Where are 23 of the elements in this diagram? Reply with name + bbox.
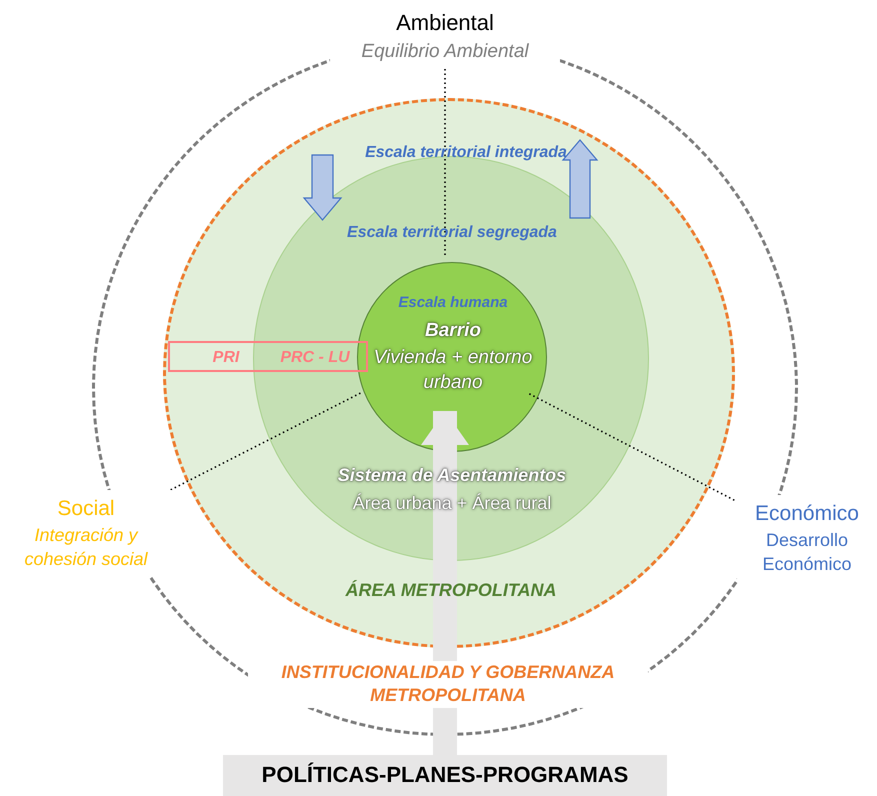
- dimension-title: Económico: [755, 500, 859, 527]
- scale-label: Escala territorial segregada: [346, 223, 558, 243]
- dimension-subtitle: Equilibrio Ambiental: [361, 40, 529, 64]
- zone-title: ÁREA METROPOLITANA: [344, 579, 558, 602]
- zone-subtitle: Área urbana + Área rural: [352, 492, 552, 515]
- dimension-subtitle: Desarrollo Económico: [761, 529, 853, 576]
- zone-subtitle: Vivienda + entorno urbano: [372, 346, 534, 395]
- heading: INSTITUCIONALIDAD Y GOBERNANZA METROPOLITANA: [248, 661, 648, 708]
- zone-title: Sistema de Asentamientos: [336, 464, 568, 487]
- connector-line: [170, 392, 361, 491]
- plan-label: PRI: [212, 348, 240, 368]
- plan-label: PRC - LU: [279, 348, 351, 368]
- base-label: POLÍTICAS-PLANES-PROGRAMAS: [262, 761, 628, 790]
- dimension-subtitle: Integración y cohesión social: [23, 524, 149, 571]
- dimension-title: Ambiental: [396, 9, 494, 38]
- outlined-box: [168, 341, 368, 372]
- base-bar: [223, 755, 667, 796]
- scale-label: Escala humana: [397, 293, 509, 312]
- connector-line: [444, 68, 446, 255]
- scale-label: Escala territorial integrada: [364, 143, 568, 163]
- dimension-title: Social: [57, 496, 115, 522]
- zone-title: Barrio: [424, 319, 482, 343]
- connector-line: [528, 393, 738, 502]
